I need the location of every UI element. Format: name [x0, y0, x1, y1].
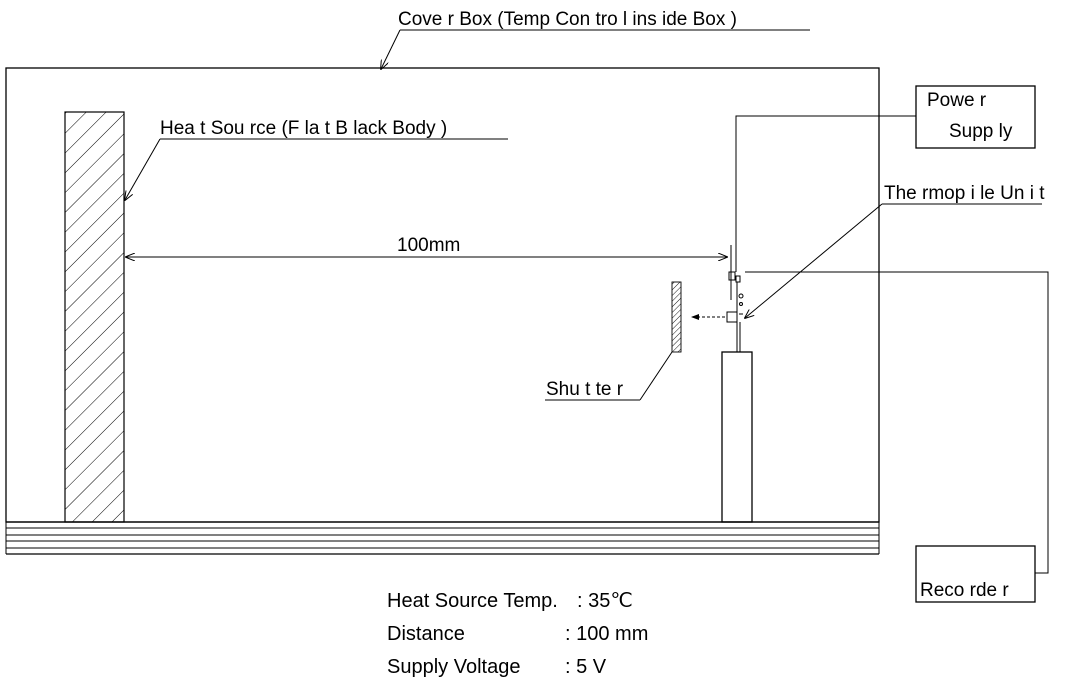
- heat-source-body: [64, 111, 125, 523]
- test-conditions: Heat Source Temp. : 35℃ Distance : 100 m…: [387, 590, 648, 678]
- thermopile-unit-label: The rmop i le Un i t: [884, 183, 1045, 204]
- power-supply-box: [915, 85, 1036, 149]
- power-supply-wire: [735, 115, 916, 272]
- recorder-wire: [745, 271, 1049, 574]
- condition-distance-value: : 100 mm: [565, 623, 648, 645]
- condition-temp-value: : 35℃: [577, 590, 633, 612]
- distance-dimension: [126, 245, 732, 300]
- power-supply-label-line1: Powe r: [927, 90, 987, 111]
- condition-voltage-label: Supply Voltage: [387, 656, 520, 678]
- condition-temp-label: Heat Source Temp.: [387, 590, 558, 612]
- power-supply-label-line2: Supp ly: [949, 121, 1013, 142]
- thermopile-unit: [726, 271, 744, 352]
- cover-box-label: Cove r Box (Temp Con tro l ins ide Box ): [398, 9, 737, 30]
- base-rails: [5, 521, 880, 555]
- support-post: [721, 351, 753, 523]
- condition-distance-label: Distance: [387, 623, 465, 645]
- shutter-plate: [671, 281, 682, 353]
- recorder-box: [915, 545, 1036, 603]
- distance-label: 100mm: [397, 235, 460, 256]
- recorder-label: Reco rde r: [920, 580, 1009, 601]
- shutter-label: Shu t te r: [546, 379, 624, 400]
- leader-lines: [125, 29, 1042, 401]
- condition-voltage-value: : 5 V: [565, 656, 607, 678]
- heat-source-label: Hea t Sou rce (F la t B lack Body ): [160, 118, 447, 139]
